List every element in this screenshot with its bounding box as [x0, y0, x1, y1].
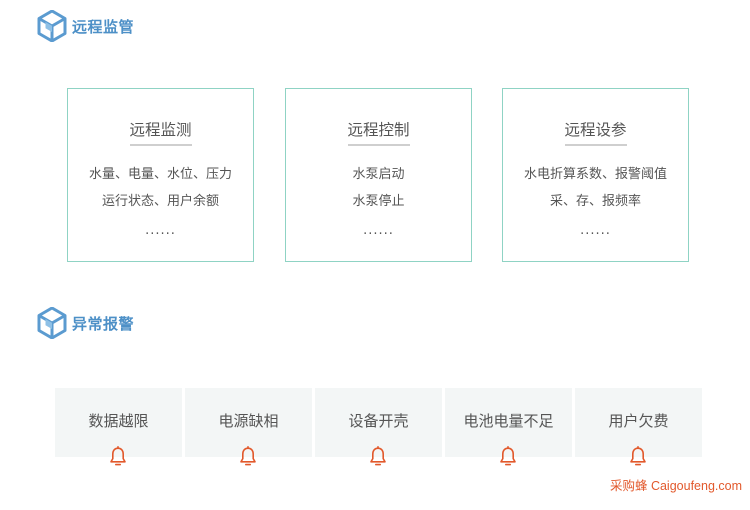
title-underline: [564, 144, 627, 146]
alarm-data-over-limit: 数据越限: [55, 388, 182, 466]
card-line: 运行状态、用户余额: [101, 194, 219, 209]
card-remote-parameters: 远程设参 水电折算系数、报警阈值 采、存、报频率 ......: [502, 88, 689, 262]
alarm-low-battery: 电池电量不足: [445, 388, 572, 466]
title-underline: [129, 144, 192, 146]
alarm-label: 数据越限: [88, 412, 149, 430]
section-header-alarm: 异常报警: [37, 307, 134, 339]
bell-icon: [370, 446, 386, 466]
alarm-device-case-open: 设备开壳: [315, 388, 442, 466]
section-title: 异常报警: [72, 314, 135, 333]
card-title: 远程设参: [564, 121, 627, 139]
card-line: 水泵停止: [352, 194, 405, 209]
card-line: 水泵启动: [352, 167, 405, 182]
card-remote-control: 远程控制 水泵启动 水泵停止 ......: [285, 88, 472, 262]
alarm-label: 电池电量不足: [463, 412, 554, 430]
watermark: 采购蜂 Caigoufeng.com: [609, 479, 742, 493]
section-header-remote: 远程监管: [37, 10, 134, 42]
card-ellipsis: ......: [363, 223, 394, 238]
card-ellipsis: ......: [145, 223, 176, 238]
card-title: 远程监测: [129, 121, 192, 139]
cube-icon: [37, 307, 67, 339]
alarm-user-arrears: 用户欠费: [575, 388, 702, 466]
cube-icon: [37, 10, 67, 42]
alarm-label: 电源缺相: [218, 412, 279, 430]
title-underline: [347, 144, 410, 146]
alarm-label: 设备开壳: [348, 412, 409, 430]
card-line: 水电折算系数、报警阈值: [523, 167, 667, 182]
card-ellipsis: ......: [580, 223, 611, 238]
card-line: 水量、电量、水位、压力: [88, 167, 232, 182]
bell-icon: [240, 446, 256, 466]
bell-icon: [110, 446, 126, 466]
card-title: 远程控制: [347, 121, 410, 139]
section-title: 远程监管: [72, 17, 135, 36]
bell-icon: [630, 446, 646, 466]
card-remote-monitoring: 远程监测 水量、电量、水位、压力 运行状态、用户余额 ......: [67, 88, 254, 262]
alarm-power-phase-loss: 电源缺相: [185, 388, 312, 466]
bell-icon: [500, 446, 516, 466]
alarm-label: 用户欠费: [608, 412, 669, 430]
card-line: 采、存、报频率: [549, 194, 641, 209]
